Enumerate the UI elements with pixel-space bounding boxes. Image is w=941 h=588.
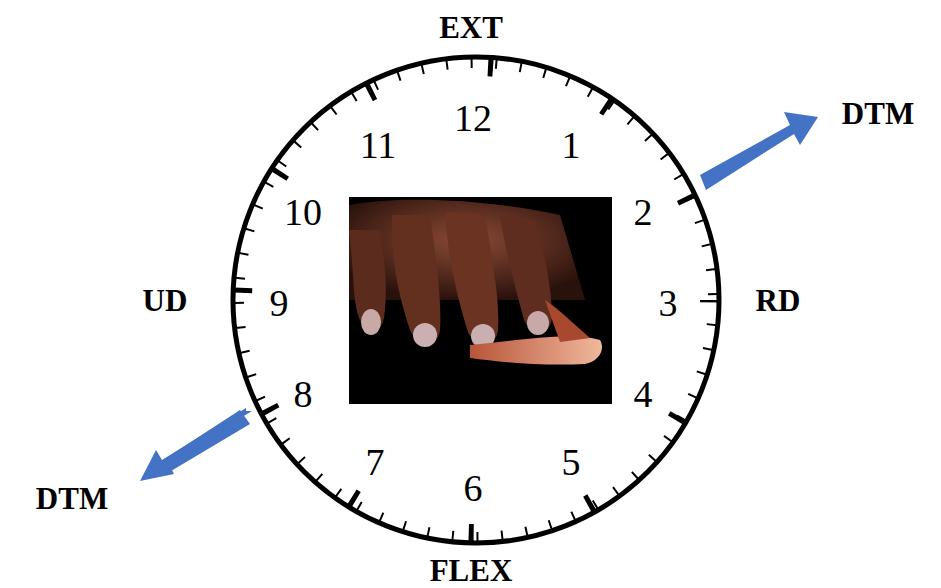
minute-ticks — [239, 63, 713, 537]
clock-number: 7 — [366, 443, 385, 481]
dtm-arrow — [700, 112, 818, 190]
clock-number: 11 — [360, 126, 397, 164]
direction-label: UD — [143, 285, 188, 316]
clock-number: 3 — [659, 284, 678, 322]
dtm-arrow-shaft — [160, 410, 250, 474]
direction-label: DTM — [842, 98, 914, 129]
clock-number: 8 — [294, 375, 313, 413]
clock-number: 12 — [454, 99, 492, 137]
direction-label: EXT — [439, 12, 503, 43]
clock-number: 6 — [464, 469, 483, 507]
clock-rim — [233, 57, 719, 543]
hour-ticks — [243, 67, 709, 533]
hand-photo — [349, 197, 612, 404]
direction-label: RD — [756, 285, 801, 316]
direction-label: DTM — [36, 483, 108, 514]
direction-label: FLEX — [430, 555, 513, 586]
clock-number: 4 — [634, 375, 653, 413]
clock-number: 5 — [562, 443, 581, 481]
dtm-arrow — [140, 408, 252, 481]
clock-number: 2 — [634, 193, 653, 231]
clock-number: 1 — [562, 126, 581, 164]
clock-number: 10 — [284, 193, 322, 231]
clock-number: 9 — [270, 284, 289, 322]
